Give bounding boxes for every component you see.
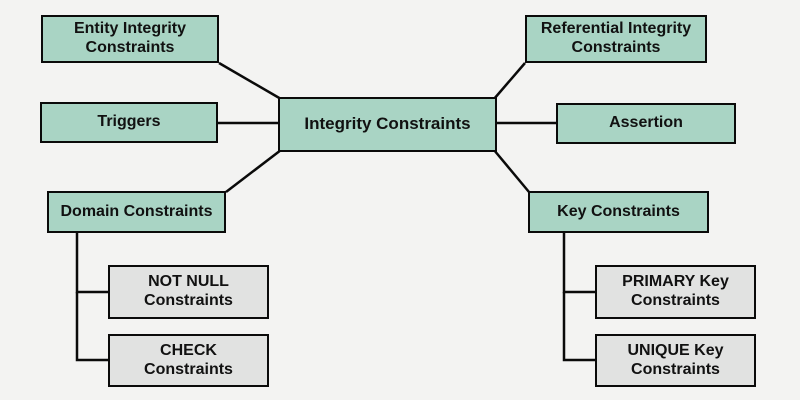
connector-key-primary: [562, 232, 595, 294]
connector-center-domain: [225, 149, 282, 193]
node-triggers: Triggers: [40, 102, 218, 143]
node-check-constraints: CHECK Constraints: [108, 334, 269, 387]
connector-domain-notnull: [75, 232, 108, 294]
node-key-constraints: Key Constraints: [528, 191, 709, 233]
node-not-null-constraints: NOT NULL Constraints: [108, 265, 269, 319]
connector-domain-check: [75, 292, 108, 362]
connector-center-key: [493, 149, 530, 193]
node-integrity-constraints-root: Integrity Constraints: [278, 97, 497, 152]
node-unique-key-constraints: UNIQUE Key Constraints: [595, 334, 756, 387]
connector-referential-center: [493, 62, 526, 100]
connector-key-unique: [562, 292, 595, 362]
node-primary-key-constraints: PRIMARY Key Constraints: [595, 265, 756, 319]
node-entity-integrity-constraints: Entity Integrity Constraints: [41, 15, 219, 63]
connector-entity-center: [218, 61, 282, 101]
node-domain-constraints: Domain Constraints: [47, 191, 226, 233]
node-assertion: Assertion: [556, 103, 736, 144]
node-referential-integrity-constraints: Referential Integrity Constraints: [525, 15, 707, 63]
